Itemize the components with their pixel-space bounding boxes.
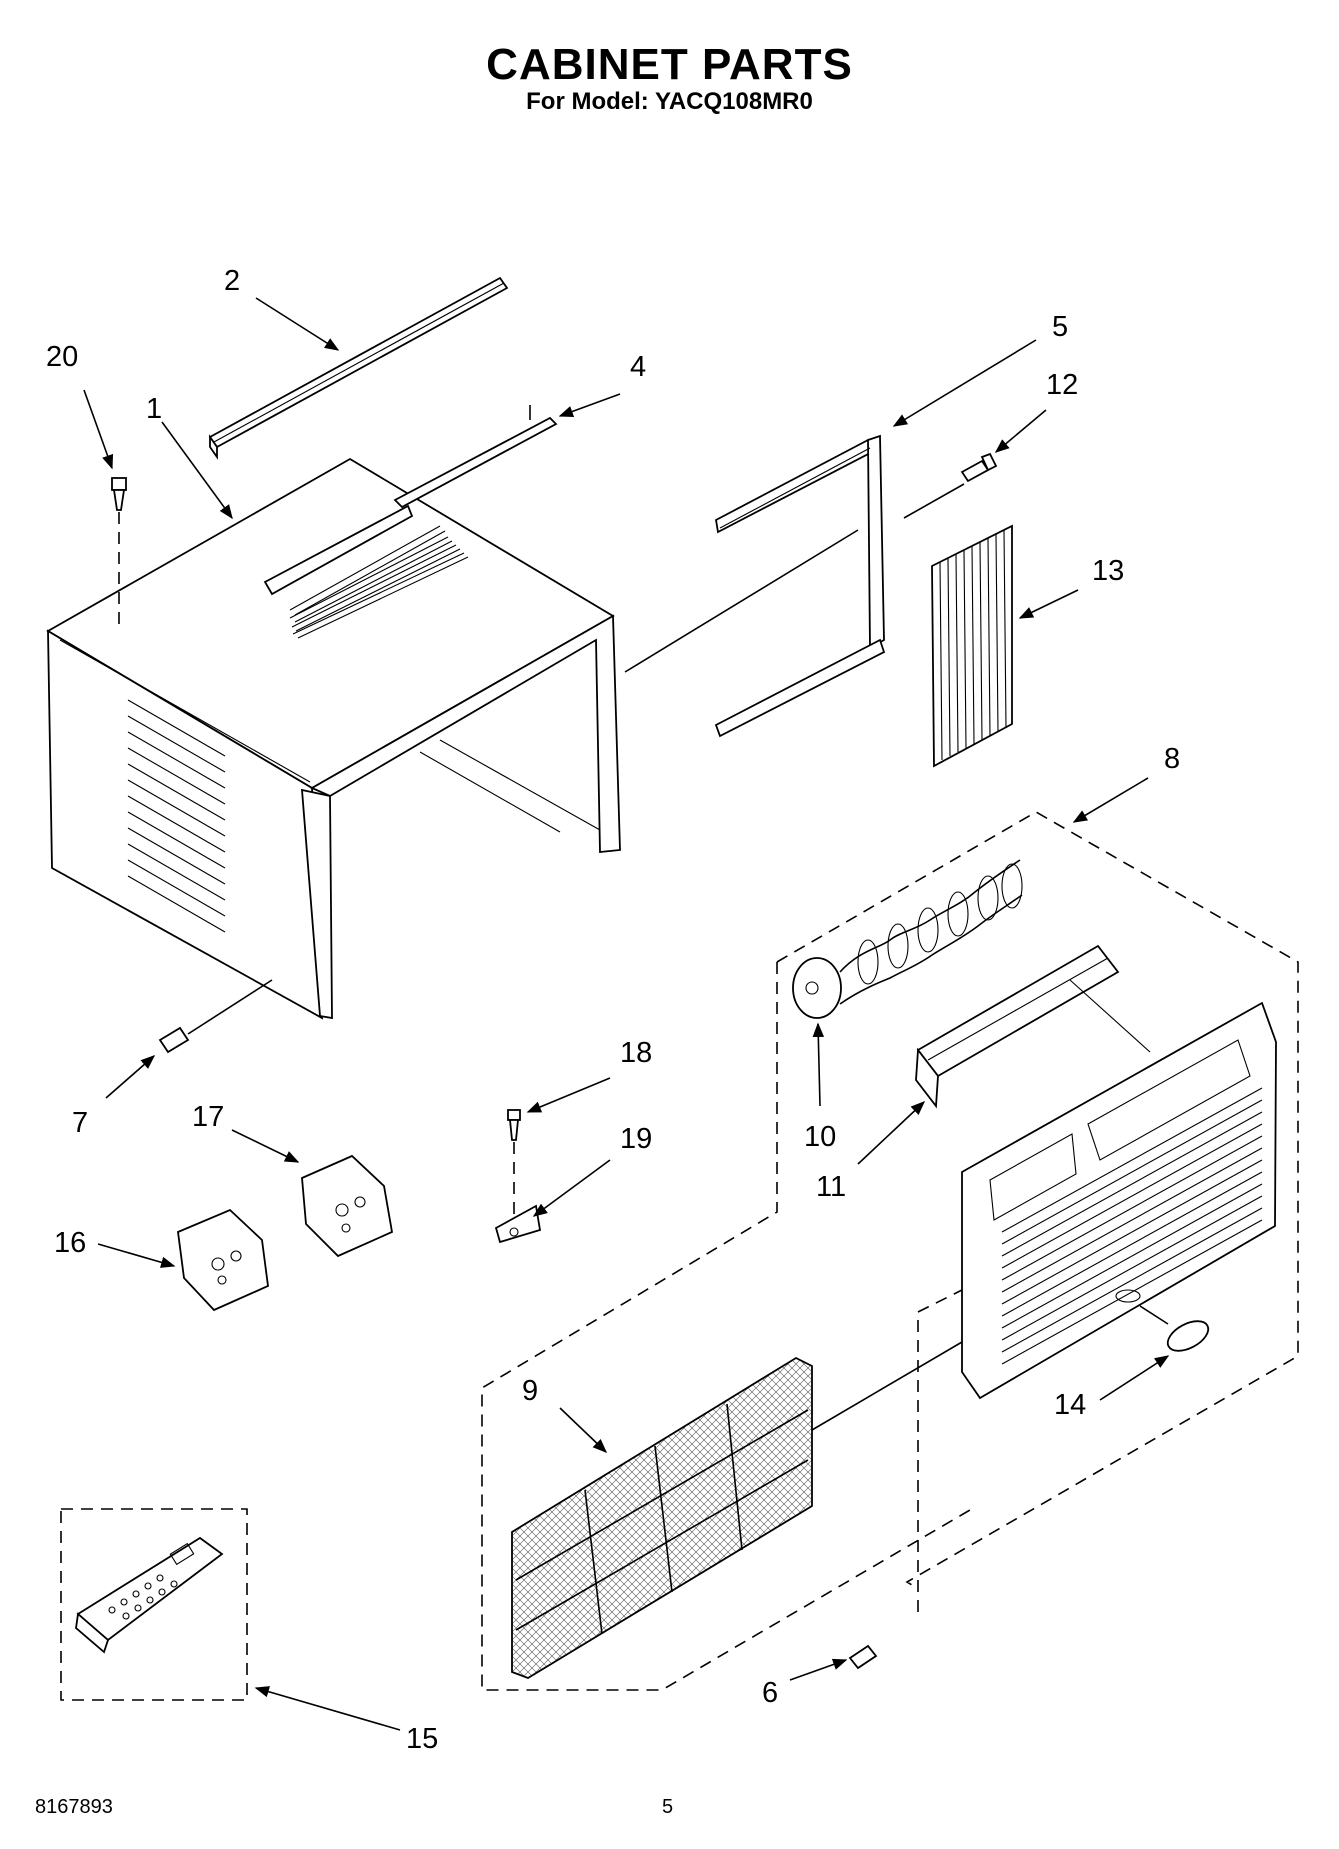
callout-12: 12	[1046, 369, 1078, 401]
callout-20: 20	[46, 341, 78, 373]
callout-6: 6	[762, 1677, 778, 1709]
callout-5: 5	[1052, 311, 1068, 343]
badge-part-14	[1139, 1305, 1210, 1352]
callout-18: 18	[620, 1037, 652, 1069]
document-number: 8167893	[35, 1796, 113, 1818]
front-panel-part	[961, 1001, 1277, 1400]
cabinet-wrapper-part	[46, 457, 621, 1020]
side-grille-part	[931, 524, 1013, 768]
window-frame-part	[714, 434, 886, 738]
model-subtitle: For Model: YACQ108MR0	[526, 88, 813, 115]
mounting-bracket-part-17	[301, 1154, 394, 1258]
callout-13: 13	[1092, 555, 1124, 587]
callout-15: 15	[406, 1723, 438, 1755]
screw-part-18	[507, 1109, 521, 1222]
callout-19: 19	[620, 1123, 652, 1155]
top-rail-part	[208, 276, 509, 460]
page-title: CABINET PARTS	[486, 40, 853, 89]
callout-17: 17	[192, 1101, 224, 1133]
leader-lines	[83, 297, 1170, 1731]
blower-wheel-part	[792, 859, 1023, 1019]
callout-9: 9	[522, 1375, 538, 1407]
louver-assembly-part	[915, 944, 1151, 1109]
screw-part-20	[111, 477, 127, 632]
callout-14: 14	[1054, 1389, 1086, 1421]
callout-11: 11	[816, 1171, 846, 1203]
callout-7: 7	[72, 1107, 88, 1139]
callout-labels: 1 2 4 5 6 7 8 9 10 11 12 13 14 15 16 17 …	[46, 265, 1180, 1755]
callout-2: 2	[224, 265, 240, 297]
remote-control-part	[60, 1508, 248, 1701]
screw-part-7	[158, 979, 273, 1054]
screw-part-6	[848, 1289, 963, 1670]
callout-8: 8	[1164, 743, 1180, 775]
screw-part-12	[960, 452, 998, 483]
callout-10: 10	[804, 1121, 836, 1153]
front-panel-assembly-group	[481, 811, 1299, 1691]
callout-16: 16	[54, 1227, 86, 1259]
page-number: 5	[662, 1796, 674, 1818]
angle-bracket-part	[393, 405, 558, 509]
mounting-bracket-part-16	[177, 1208, 269, 1312]
callout-1: 1	[146, 393, 162, 425]
callout-4: 4	[630, 351, 646, 383]
bracket-part-19	[494, 1204, 542, 1244]
air-filter-part	[511, 1341, 963, 1679]
